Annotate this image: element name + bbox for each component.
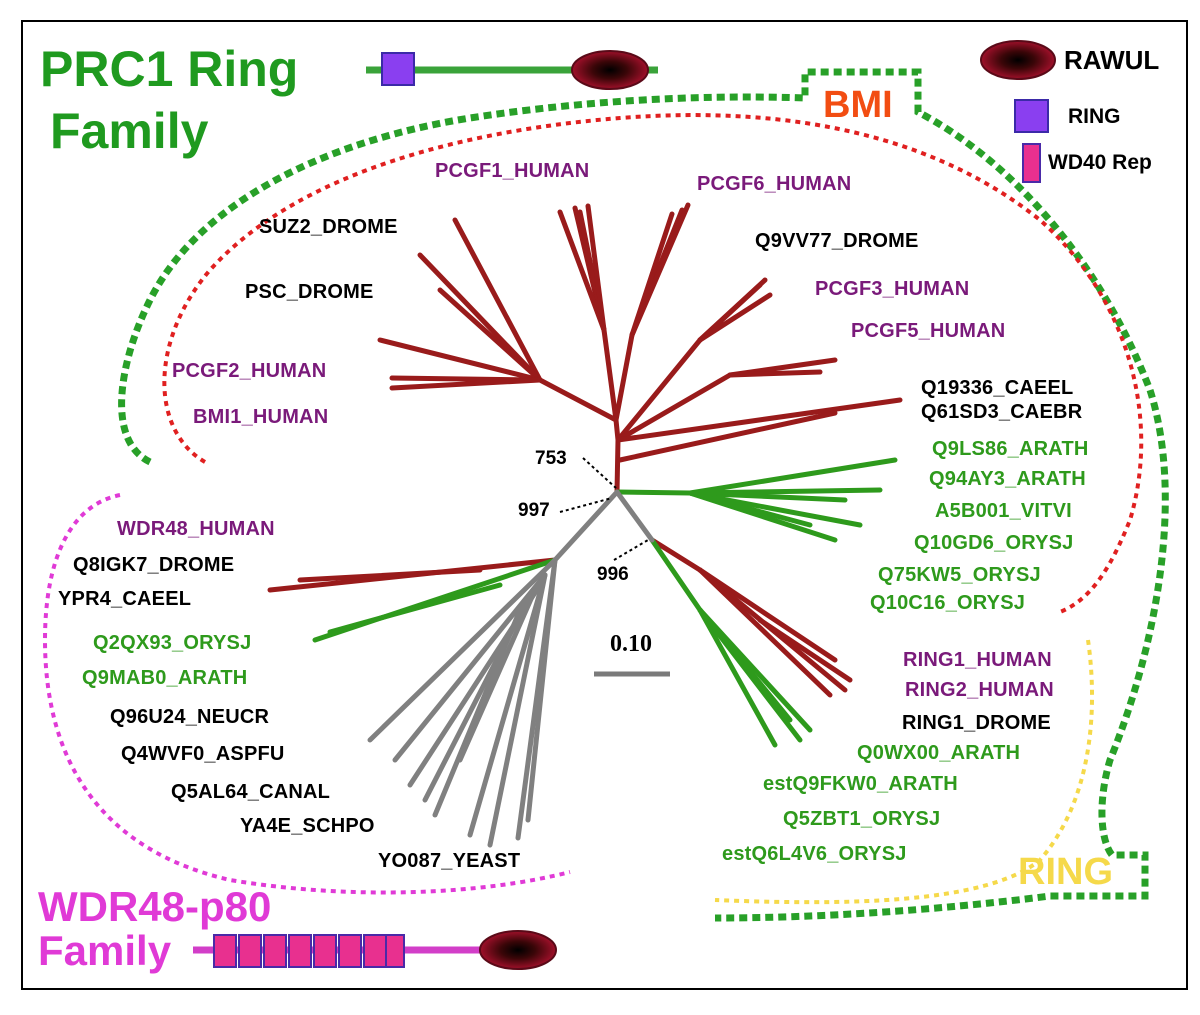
leaf-label: Q8IGK7_DROME (73, 554, 235, 576)
figure-frame (21, 20, 1188, 990)
rawul-domain-oval (571, 50, 649, 90)
fungal-branches (367, 489, 655, 848)
leaf-label: Q5ZBT1_ORYSJ (783, 808, 941, 830)
leaf-label: PCGF5_HUMAN (851, 320, 1006, 342)
leaf-label: Q61SD3_CAEBR (921, 401, 1083, 423)
leaf-label: PCGF1_HUMAN (435, 160, 590, 182)
leaf-label: BMI1_HUMAN (193, 406, 329, 428)
leaf-label: Q10GD6_ORYSJ (914, 532, 1074, 554)
leaf-label: estQ6L4V6_ORYSJ (722, 843, 907, 865)
leaf-label: Q4WVF0_ASPFU (121, 743, 285, 765)
bmi-subfamily-label: BMI (823, 84, 893, 126)
leaf-label: YPR4_CAEEL (58, 588, 192, 610)
legend-symbols (980, 40, 1056, 183)
leaf-label: YO087_YEAST (378, 850, 521, 872)
leaf-label: A5B001_VITVI (935, 500, 1072, 522)
leaf-label: Q9MAB0_ARATH (82, 667, 248, 689)
legend-wd40-icon (1022, 143, 1041, 183)
prc1-family-boundary (118, 68, 1169, 922)
prc1-family-title-line2: Family (50, 103, 209, 159)
bootstrap-leaders (559, 457, 649, 561)
prc1-family-title-line1: PRC1 Ring (40, 41, 299, 97)
leaf-label: Q75KW5_ORYSJ (878, 564, 1041, 586)
leaf-label: PCGF6_HUMAN (697, 173, 852, 195)
leaf-label: PCGF3_HUMAN (815, 278, 970, 300)
leaf-label: RING1_DROME (902, 712, 1051, 734)
legend-wd40-label: WD40 Rep (1048, 151, 1152, 174)
leaf-label: Q5AL64_CANAL (171, 781, 331, 803)
legend-ring-icon (1014, 99, 1049, 133)
leaf-label: Q9VV77_DROME (755, 230, 919, 252)
rawul-domain-oval (479, 930, 557, 970)
wdr48-domain-diagram (193, 930, 557, 970)
leaf-label: RING1_HUMAN (903, 649, 1052, 671)
leaf-label: estQ9FKW0_ARATH (763, 773, 958, 795)
bootstrap-997: 997 (518, 500, 550, 521)
leaf-label: PSC_DROME (245, 281, 374, 303)
leaf-label: PCGF2_HUMAN (172, 360, 327, 382)
leaf-label: YA4E_SCHPO (240, 815, 375, 837)
ring-domain-box (381, 52, 415, 86)
prc1-domain-diagram (366, 50, 658, 90)
wdr48-family-title-line1: WDR48-p80 (38, 883, 272, 930)
leaf-label: Q9LS86_ARATH (932, 438, 1089, 460)
bootstrap-753: 753 (535, 448, 567, 469)
bmi-clade-boundary (162, 113, 1144, 614)
bootstrap-996: 996 (597, 564, 629, 585)
legend-rawul-label: RAWUL (1064, 45, 1160, 75)
leaf-label: Q0WX00_ARATH (857, 742, 1021, 764)
leaf-label: WDR48_HUMAN (117, 518, 275, 540)
leaf-label: Q94AY3_ARATH (929, 468, 1086, 490)
leaf-label: SUZ2_DROME (259, 216, 398, 238)
wdr48-family-title-line2: Family (38, 927, 172, 974)
leaf-label: Q2QX93_ORYSJ (93, 632, 252, 654)
ring-subfamily-label: RING (1018, 851, 1113, 893)
leaf-label: Q96U24_NEUCR (110, 706, 270, 728)
wdr48-clade-boundary (42, 493, 571, 895)
scale-bar-label: 0.10 (610, 631, 652, 657)
ring-clade-boundary (714, 639, 1095, 905)
leaf-label: Q10C16_ORYSJ (870, 592, 1026, 614)
bmi-branches (267, 202, 903, 698)
legend-ring-label: RING (1068, 105, 1121, 128)
legend-rawul-icon (980, 40, 1056, 80)
leaf-label: Q19336_CAEEL (921, 377, 1074, 399)
plant-branches (312, 457, 898, 748)
leaf-label: RING2_HUMAN (905, 679, 1054, 701)
